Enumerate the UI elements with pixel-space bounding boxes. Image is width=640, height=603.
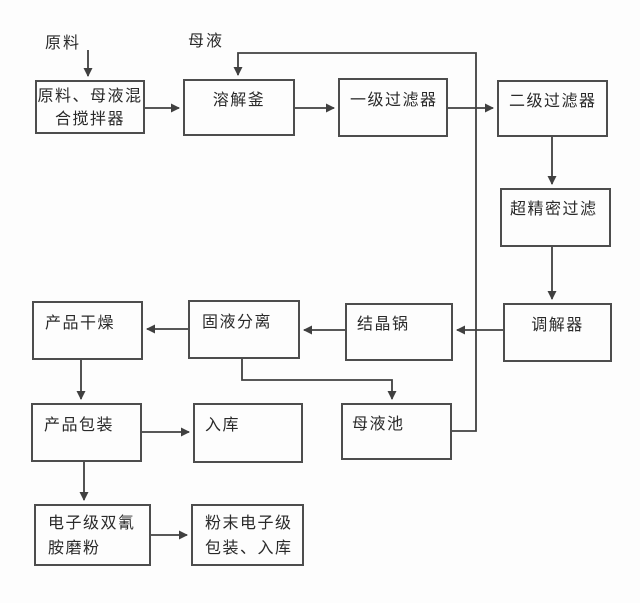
node-powder-packing-warehouse: 粉末电子级 包装、入库 (191, 504, 304, 566)
node-mother-liquor-pool: 母液池 (341, 403, 452, 460)
node-solid-liquid-separator: 固液分离 (188, 300, 300, 359)
node-dicyandiamide-grinder: 电子级双氰 胺磨粉 (34, 504, 151, 566)
node-ultra-precision-filter: 超精密过滤 (500, 188, 611, 247)
edge-separator-motherliquorpool (241, 359, 397, 400)
node-regulator: 调解器 (503, 303, 612, 362)
node-product-dryer: 产品干燥 (32, 301, 143, 360)
node-primary-filter: 一级过滤器 (338, 78, 448, 137)
node-mixer: 原料、母液混 合搅拌器 (35, 80, 145, 134)
node-warehouse: 入库 (193, 403, 303, 463)
node-crystallizer: 结晶锅 (345, 303, 453, 361)
mother-liquor-label: 母液 (188, 33, 225, 50)
node-product-packing: 产品包装 (31, 403, 142, 462)
node-dissolver: 溶解釜 (183, 79, 295, 136)
node-secondary-filter: 二级过滤器 (497, 80, 608, 137)
raw-material-label: 原料 (45, 35, 82, 52)
edge-motherliquorpool-recycle-dissolver (233, 52, 477, 432)
